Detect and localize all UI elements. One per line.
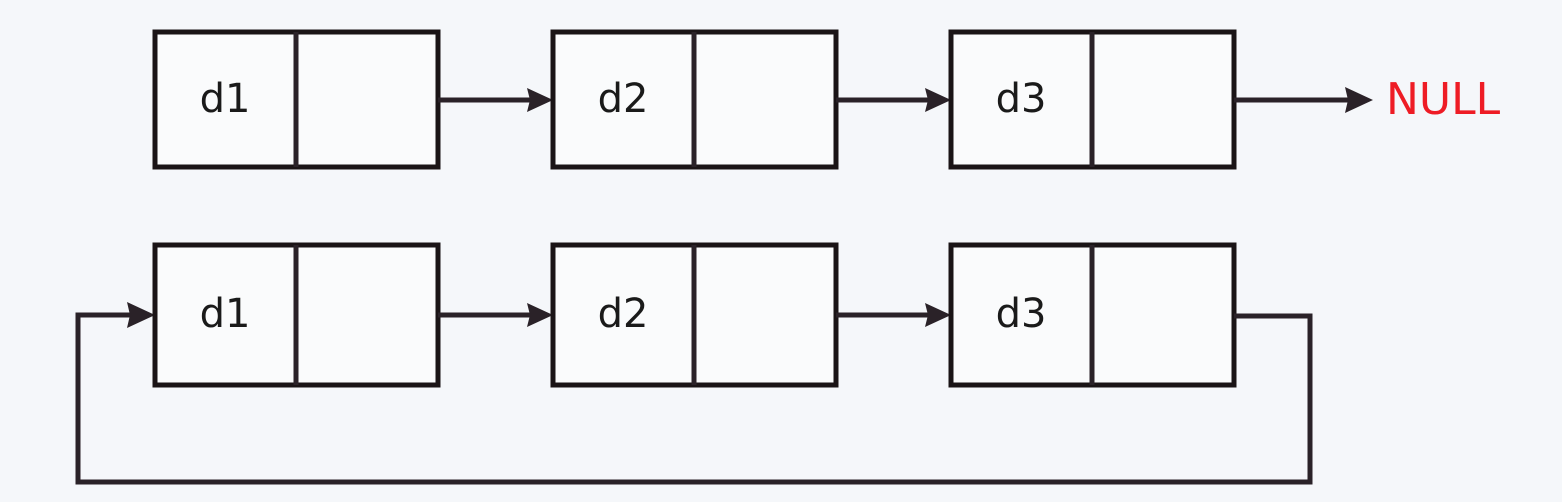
row2-arrow-1 [438, 303, 553, 327]
row2-loop-arrow-into-d1 [127, 302, 155, 328]
row1-node2-data-label: d2 [598, 76, 649, 122]
row2-arrow-2 [836, 303, 951, 327]
row2-node-d2: d2 [550, 242, 839, 388]
row1-arrow-1 [438, 88, 553, 112]
row2-node-d1: d1 [152, 242, 441, 388]
row1-arrow-2 [836, 88, 951, 112]
row1-node-d1: d1 [152, 29, 441, 170]
row1-arrow-null [1234, 87, 1373, 113]
row1-null-label: NULL [1386, 74, 1501, 125]
row2-arrow2-head-icon [925, 303, 951, 327]
row2-node2-data-label: d2 [598, 291, 649, 337]
row1-arrow2-head-icon [925, 88, 951, 112]
row2-circular-loop-path [75, 312, 1313, 485]
row2-arrow1-head-icon [527, 303, 553, 327]
row1-arrow1-head-icon [527, 88, 553, 112]
row1-node-d3: d3 [948, 29, 1237, 170]
row2-node-d3: d3 [948, 242, 1237, 388]
row1-node3-data-label: d3 [996, 76, 1047, 122]
row1-node1-data-label: d1 [200, 76, 251, 122]
row2-loop-arrow-head-icon [127, 302, 155, 328]
row2-node1-data-label: d1 [200, 291, 251, 337]
row2-node3-data-label: d3 [996, 291, 1047, 337]
row1-arrow3-head-icon [1345, 87, 1373, 113]
row1-node-d2: d2 [550, 29, 839, 170]
